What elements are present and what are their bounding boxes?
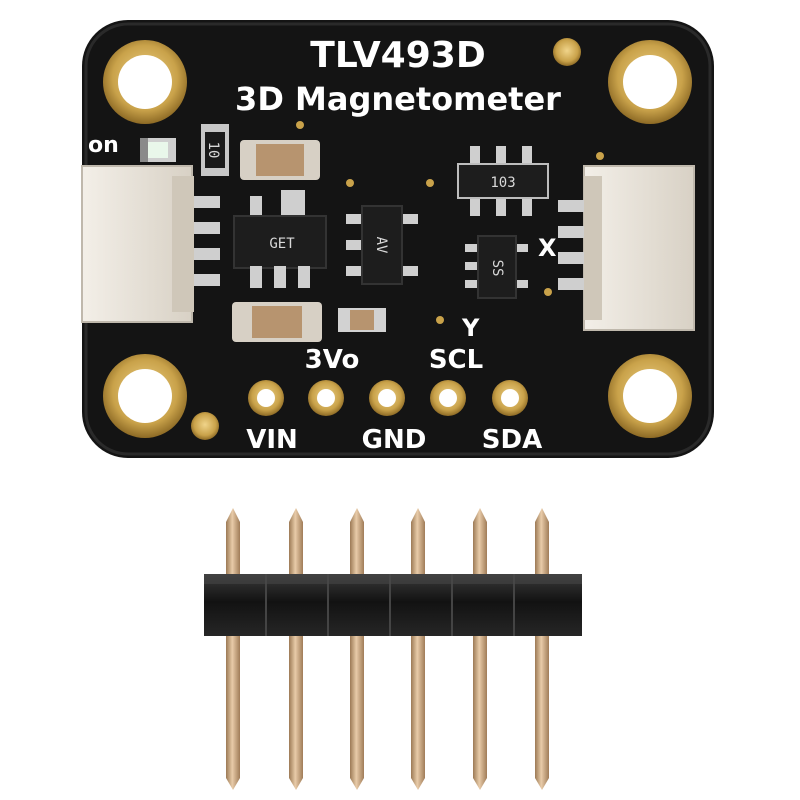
pad-gnd (369, 380, 405, 416)
pad-scl (430, 380, 466, 416)
pin-label-sda: SDA (482, 425, 542, 455)
center-ic: AV (346, 205, 418, 285)
header-pin-1 (226, 508, 240, 790)
resistor-bottom (338, 308, 386, 332)
mounting-hole-bottom-right (608, 354, 692, 438)
sensor-ic: SS (465, 235, 528, 299)
pin-label-vin: VIN (246, 425, 298, 455)
mounting-hole-bottom-left (103, 354, 187, 438)
pad-3vo (308, 380, 344, 416)
header-pin-4 (411, 508, 425, 790)
axis-label-y: Y (461, 314, 480, 342)
board-subtitle: 3D Magnetometer (235, 80, 561, 118)
smd-resistor-top-left: 10 (201, 124, 229, 176)
mounting-holes (103, 40, 692, 438)
header-pin-2 (289, 508, 303, 790)
header-pads (248, 380, 528, 416)
mounting-hole-top-left (103, 40, 187, 124)
pad-vin (248, 380, 284, 416)
mounting-hole-top-right (608, 40, 692, 124)
axis-label-x: X (538, 234, 557, 262)
board-title: TLV493D (310, 35, 485, 76)
pin-label-scl: SCL (429, 345, 483, 375)
capacitor-bottom (232, 302, 322, 342)
pin-label-gnd: GND (362, 425, 427, 455)
header-pin-6 (535, 508, 549, 790)
stemma-connector-right (558, 165, 695, 331)
resistor-array-marking: 103 (490, 175, 515, 191)
voltage-regulator: GET (233, 190, 327, 288)
capacitor-top (240, 140, 320, 180)
header-pin-3 (350, 508, 364, 790)
stemma-connector-left (81, 165, 220, 323)
pad-sda (492, 380, 528, 416)
power-led (140, 138, 176, 162)
resistor-array: 103 (457, 146, 549, 216)
regulator-marking: GET (269, 236, 295, 252)
fiducials (191, 38, 604, 440)
pin-header (204, 508, 582, 790)
sensor-marking: SS (489, 260, 505, 277)
mosfet-b-marking: AV (373, 237, 389, 254)
pin-label-3vo: 3Vo (305, 345, 360, 375)
header-pin-5 (473, 508, 487, 790)
led-chip-marking: 10 (205, 142, 221, 159)
header-plastic-body (204, 574, 582, 636)
power-led-label: on (88, 133, 119, 158)
